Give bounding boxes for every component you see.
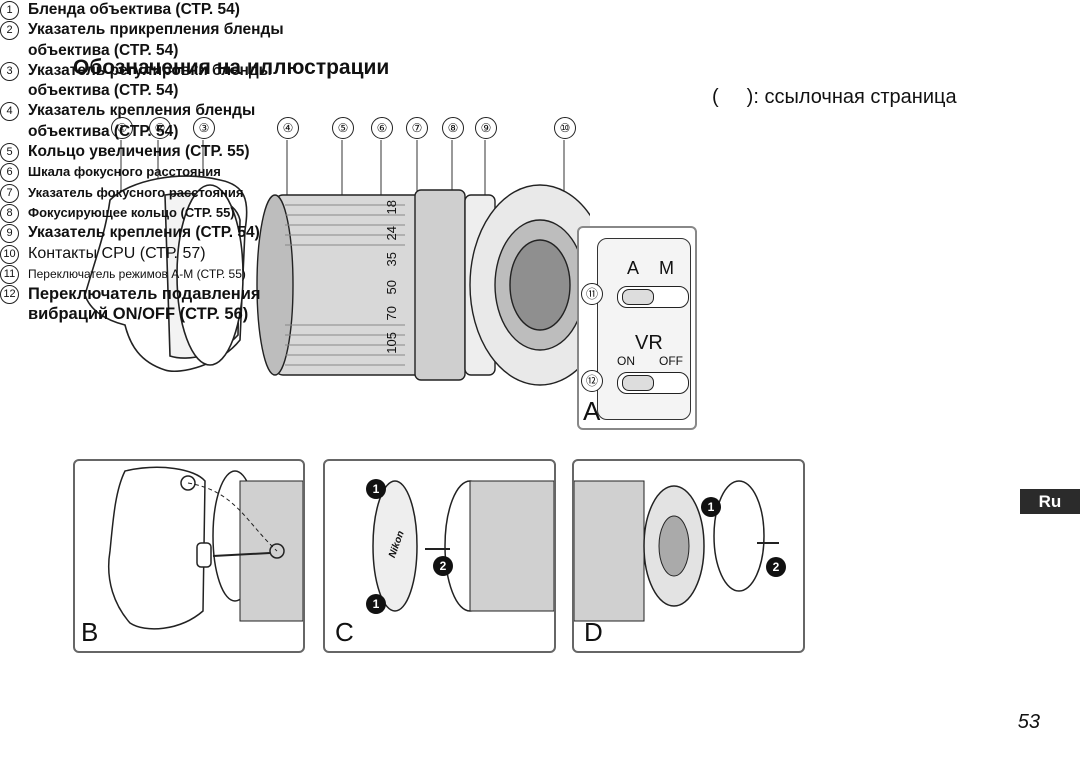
vr-on-off-switch[interactable] xyxy=(617,372,689,394)
ref-open-paren: ( xyxy=(712,86,719,108)
panel-label-c: C xyxy=(335,617,354,647)
step-marker-1: 1 xyxy=(701,497,721,517)
am-mode-switch[interactable] xyxy=(617,286,689,308)
ref-note-text: ): ссылочная страница xyxy=(746,86,957,108)
switch-detail-panel: A M VR ON OFF xyxy=(577,226,697,430)
callout-4: ④ xyxy=(277,117,299,139)
step-marker-2: 2 xyxy=(433,556,453,576)
lens-cap-illustration xyxy=(372,480,554,612)
focal-scale-24: 24 xyxy=(384,226,399,241)
lens-hood-and-lens-illustration xyxy=(84,140,590,386)
callout-6: ⑥ xyxy=(371,117,393,139)
focal-scale-50: 50 xyxy=(384,280,399,295)
callout-11: ⑪ xyxy=(581,283,603,305)
panel-label-a: A xyxy=(583,396,601,426)
switch-label-m: M xyxy=(659,258,674,278)
focal-scale-70: 70 xyxy=(384,306,399,321)
page-number: 53 xyxy=(1017,711,1040,733)
lens-barrel xyxy=(256,184,590,386)
panel-label-b: B xyxy=(81,617,99,647)
switch-label-a: A xyxy=(627,258,640,278)
panel-label-d: D xyxy=(584,617,603,647)
step-marker-1: 1 xyxy=(366,479,386,499)
switch-label-on: ON xyxy=(617,354,635,368)
hood-attach-illustration xyxy=(108,466,303,630)
step-marker-1-bottom: 1 xyxy=(366,594,386,614)
rear-cap-illustration xyxy=(574,480,779,622)
focal-scale-105: 105 xyxy=(384,332,399,354)
callout-8: ⑧ xyxy=(442,117,464,139)
panel-c-lens-cap: 1 2 1 Nikon C xyxy=(323,459,556,653)
focal-scale-18: 18 xyxy=(384,200,399,215)
callout-2: ② xyxy=(149,117,171,139)
focal-scale-35: 35 xyxy=(384,252,399,267)
switch-label-off: OFF xyxy=(659,354,683,368)
callout-5: ⑤ xyxy=(332,117,354,139)
lens-hood xyxy=(84,175,248,372)
callout-9: ⑨ xyxy=(475,117,497,139)
language-badge: Ru xyxy=(1020,489,1080,514)
callout-10: ⑩ xyxy=(554,117,576,139)
panel-d-rear-cap: 1 2 D xyxy=(572,459,805,653)
callout-1: ① xyxy=(111,117,133,139)
panel-b-hood-attach: B xyxy=(73,459,305,653)
callout-3: ③ xyxy=(193,117,215,139)
page-title: Обозначения на иллюстрации xyxy=(73,56,390,79)
switch-label-vr: VR xyxy=(635,332,663,354)
step-marker-2: 2 xyxy=(766,557,786,577)
reference-page-note: ( ): ссылочная страница xyxy=(712,86,957,109)
callout-7: ⑦ xyxy=(406,117,428,139)
callout-12: ⑫ xyxy=(581,370,603,392)
